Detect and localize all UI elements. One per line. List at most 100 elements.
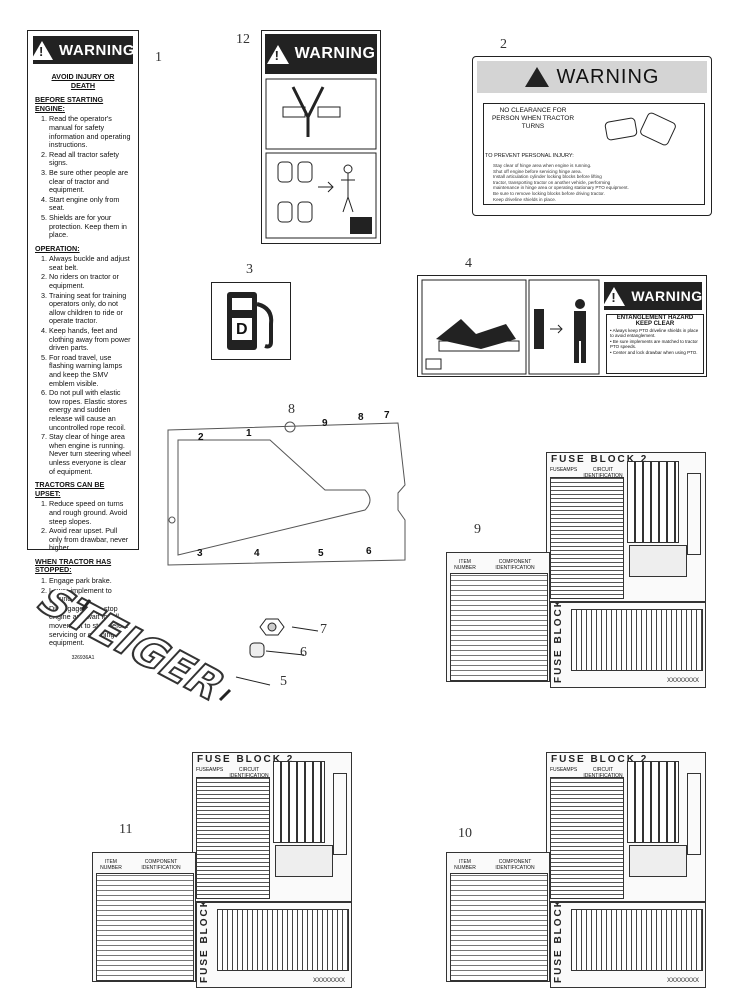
decal-4-warning-text: WARNING [631, 288, 703, 304]
connector-diagram [333, 773, 347, 855]
decal-12-header: WARNING [265, 34, 377, 74]
warning-triangle-icon [524, 67, 549, 87]
decal-4-bullets: • Always keep PTO driveline shields in p… [607, 327, 703, 356]
fuse-block-1-table [217, 909, 349, 971]
decal-2-header: WARNING [477, 61, 707, 93]
decal-4-bullet: • Center and lock drawbar when using PTO… [610, 349, 698, 355]
relay-diagram [629, 545, 687, 577]
decal-12-pictorial-warning: WARNING [261, 30, 381, 244]
gasket-number: 3 [197, 548, 203, 559]
component-column-header: COMPONENT IDENTIFICATION [495, 859, 535, 871]
decal-1-section-list: Always buckle and adjust seat belt.No ri… [35, 254, 131, 476]
decal-1-section-heading: TRACTORS CAN BE UPSET: [35, 480, 105, 498]
decal-4-bullet: • Be sure implements are matched to trac… [610, 338, 698, 350]
tractor-wheel-icon [297, 201, 313, 223]
decal-1-list-item: Read all tractor safety signs. [49, 150, 131, 168]
decal-2-no-clearance: WARNING NO CLEARANCE FOR PERSON WHEN TRA… [472, 56, 712, 216]
decal-1-sections: BEFORE STARTING ENGINE:Read the operator… [35, 95, 131, 648]
decal-4-bullet: • Always keep PTO driveline shields in p… [610, 328, 699, 339]
decal-1-list-item: Always buckle and adjust seat belt. [49, 254, 131, 272]
decal-1-section-list: Read the operator's manual for safety in… [35, 115, 131, 239]
part-code: XXXXXXXX [666, 678, 699, 684]
manual-book-icon [350, 217, 372, 234]
arrow-left-icon [317, 106, 341, 118]
fuse-block-2-diagram [627, 461, 679, 543]
fuse-block-2-diagram [273, 761, 325, 843]
connector-diagram [687, 473, 701, 555]
decal-4-entanglement: WARNING ENTANGLEMENT HAZARD KEEP CLEAR •… [417, 275, 707, 377]
decal-12-warning-text: WARNING [294, 45, 376, 62]
component-table-panel: ITEM NUMBER COMPONENT IDENTIFICATION [446, 852, 550, 982]
articulated-tractor-icon [604, 112, 676, 146]
decal-3-diesel-fuel: D [211, 282, 291, 360]
amps-column-header: AMPS [209, 767, 224, 773]
gasket-number: 6 [366, 546, 372, 557]
fuse-column-header: FUSE [550, 467, 564, 473]
fuse-block-1-table [571, 909, 703, 971]
decal-2-line: maintenance in hinge area or operating s… [493, 185, 629, 191]
callout-10: 10 [458, 826, 472, 841]
fuse-block-1-panel: FUSE BLOCK 1 XXXXXXXX [550, 602, 706, 688]
decal-2-clearance-text: NO CLEARANCE FOR PERSON WHEN TRACTOR TUR… [491, 107, 575, 130]
decal-4-text-panel: ENTANGLEMENT HAZARD KEEP CLEAR • Always … [606, 314, 704, 374]
callout-2: 2 [500, 37, 507, 52]
fuse-block-2-title: FUSE BLOCK 2 [551, 454, 649, 465]
gasket-number: 9 [322, 418, 328, 429]
person-body-icon [341, 173, 355, 213]
callout-5: 5 [280, 674, 287, 689]
keep-clear-pictogram [528, 279, 600, 375]
warning-triangle-icon [31, 40, 53, 60]
gasket-number: 8 [358, 412, 364, 423]
decal-12-pictograms [265, 78, 377, 239]
gasket-number: 4 [254, 548, 260, 559]
decal-4-header: WARNING [603, 282, 703, 310]
component-table-panel: ITEM NUMBER COMPONENT IDENTIFICATION [92, 852, 196, 982]
part-code: XXXXXXXX [312, 978, 345, 984]
fuse-block-2-table [196, 777, 270, 899]
decal-1-list-item: Read the operator's manual for safety in… [49, 115, 131, 149]
item-column-header: ITEM NUMBER [100, 859, 122, 871]
part-code: XXXXXXXX [666, 978, 699, 984]
decal-1-list-item: Do not pull with elastic tow ropes. Elas… [49, 388, 131, 432]
fuse-block-1-panel: FUSE BLOCK 1 XXXXXXXX [196, 902, 352, 988]
relay-diagram [275, 845, 333, 877]
callout-1: 1 [155, 50, 162, 65]
decal-1-list-item: Reduce speed on turns and rough ground. … [49, 500, 131, 526]
fuel-pump-icon [227, 292, 274, 350]
decal-1-header: WARNING [31, 36, 135, 64]
gasket-number: 2 [198, 432, 204, 443]
tractor-wheel-icon [277, 201, 293, 223]
fuse-block-1-title: FUSE BLOCK 1 [553, 602, 564, 683]
decal-4-hazard: ENTANGLEMENT HAZARD [616, 315, 694, 321]
decal-2-line: Shut off engine before servicing hinge a… [493, 168, 582, 174]
decal-1-list-item: Avoid rear upset. Pull only from drawbar… [49, 526, 131, 553]
spacer-icon [249, 642, 265, 658]
component-column-header: COMPONENT IDENTIFICATION [141, 859, 181, 871]
item-column-header: ITEM NUMBER [454, 859, 476, 871]
entanglement-pictogram [421, 279, 527, 375]
callout-6: 6 [300, 645, 307, 660]
decal-1-list-item: For road travel, use flashing warning la… [49, 353, 131, 388]
decal-2-line: Be sure to remove locking blocks before … [493, 190, 605, 196]
decal-1-part-number: 326936A1 [71, 654, 95, 661]
connector-diagram [687, 773, 701, 855]
callout-8: 8 [288, 402, 295, 417]
fuse-block-1-table [571, 609, 703, 671]
decal-2-lines: Stay clear of hinge area when engine is … [493, 163, 693, 202]
component-table [450, 873, 548, 981]
fuse-block-2-title: FUSE BLOCK 2 [197, 754, 295, 765]
hinge-icon [291, 86, 325, 137]
gasket-number: 5 [318, 548, 324, 559]
fuse-block-1-title: FUSE BLOCK 1 [199, 902, 210, 983]
decal-1-list-item: Lower implement to ground. [49, 586, 131, 604]
decal-2-line: Keep driveline shields in place. [493, 196, 557, 202]
decal-2-line: Stay clear of hinge area when engine is … [493, 163, 592, 168]
fuse-column-header: FUSE [196, 767, 210, 773]
gasket-number: 7 [384, 410, 390, 421]
decal-2-panel [483, 103, 705, 205]
item-column-header: ITEM NUMBER [454, 559, 476, 571]
arrow-right-icon [318, 181, 334, 193]
